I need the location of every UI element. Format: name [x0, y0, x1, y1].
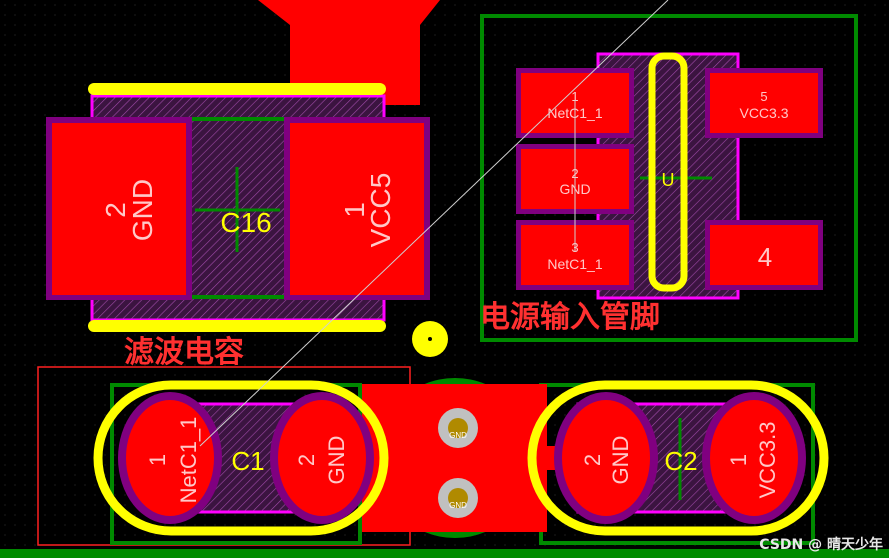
c1-pad2-number: 2	[294, 454, 319, 466]
c2-designator: C2	[664, 446, 697, 476]
regulator-pin5[interactable]	[710, 73, 818, 133]
c16-outline-top	[190, 117, 286, 121]
c2-silkscreen	[527, 380, 829, 536]
via-2[interactable]: GND	[438, 478, 478, 518]
via-1[interactable]: GND	[438, 408, 478, 448]
regulator-board-outline	[480, 14, 858, 342]
filter-caps-label: 滤波电容	[124, 335, 244, 370]
c2-pad1-number: 1	[726, 454, 751, 466]
c16-silkscreen-bottom	[88, 320, 386, 332]
watermark: CSDN @ 晴天少年	[759, 536, 883, 553]
regulator-footprint[interactable]: 1 NetC1_1 2 GND 3 NetC1_1 5 VCC3.3 4 U	[480, 14, 858, 342]
c16-pad2-net: GND	[127, 179, 158, 241]
c16-pad2-number: 2	[100, 202, 131, 218]
c16-pad1-number: 1	[339, 202, 370, 218]
c16-silkscreen-top	[88, 83, 386, 95]
via-2-net: GND	[449, 501, 467, 510]
c2-pad1-net: VCC3.3	[755, 421, 780, 498]
pin5-net: VCC3.3	[739, 105, 788, 121]
via-1-net: GND	[449, 431, 467, 440]
c1-pad1-net: NetC1_1	[176, 417, 201, 504]
c2-pad1[interactable]	[710, 400, 798, 516]
pin3-net: NetC1_1	[547, 256, 602, 272]
c2-footprint[interactable]: 2 GND 1 VCC3.3 C2	[527, 380, 829, 536]
c2-pad2[interactable]	[562, 400, 650, 516]
regulator-pin4[interactable]	[710, 225, 818, 285]
c1-footprint[interactable]: 1 NetC1_1 2 GND C1	[93, 380, 389, 536]
c1-pad1[interactable]	[126, 400, 214, 516]
bottom-outline-track	[0, 549, 889, 558]
c16-designator: C16	[220, 207, 271, 238]
pin5-number: 5	[760, 89, 767, 104]
c1-pad1-number: 1	[145, 454, 170, 466]
ratsnest-line-1	[199, 0, 669, 447]
regulator-silkscreen	[648, 52, 688, 292]
c2-pad2-number: 2	[580, 454, 605, 466]
c16-outline-bottom	[190, 295, 286, 299]
power-input-label: 电源输入管脚	[480, 300, 660, 335]
c2-pad2-net: GND	[608, 436, 633, 485]
regulator-designator: U	[662, 170, 675, 190]
pin4-number: 4	[758, 242, 772, 272]
pin1-number: 1	[571, 89, 578, 104]
c1-pad2[interactable]	[278, 400, 366, 516]
c16-footprint[interactable]: 2 GND 1 VCC5 C16	[46, 83, 430, 332]
c16-pad2[interactable]	[52, 123, 186, 295]
c16-pad1-net: VCC5	[365, 173, 396, 248]
c1-designator: C1	[231, 446, 264, 476]
top-copper-polygon	[258, 0, 440, 105]
c1-silkscreen	[93, 380, 389, 536]
c1-pad2-net: GND	[324, 436, 349, 485]
c16-pad1[interactable]	[290, 123, 424, 295]
